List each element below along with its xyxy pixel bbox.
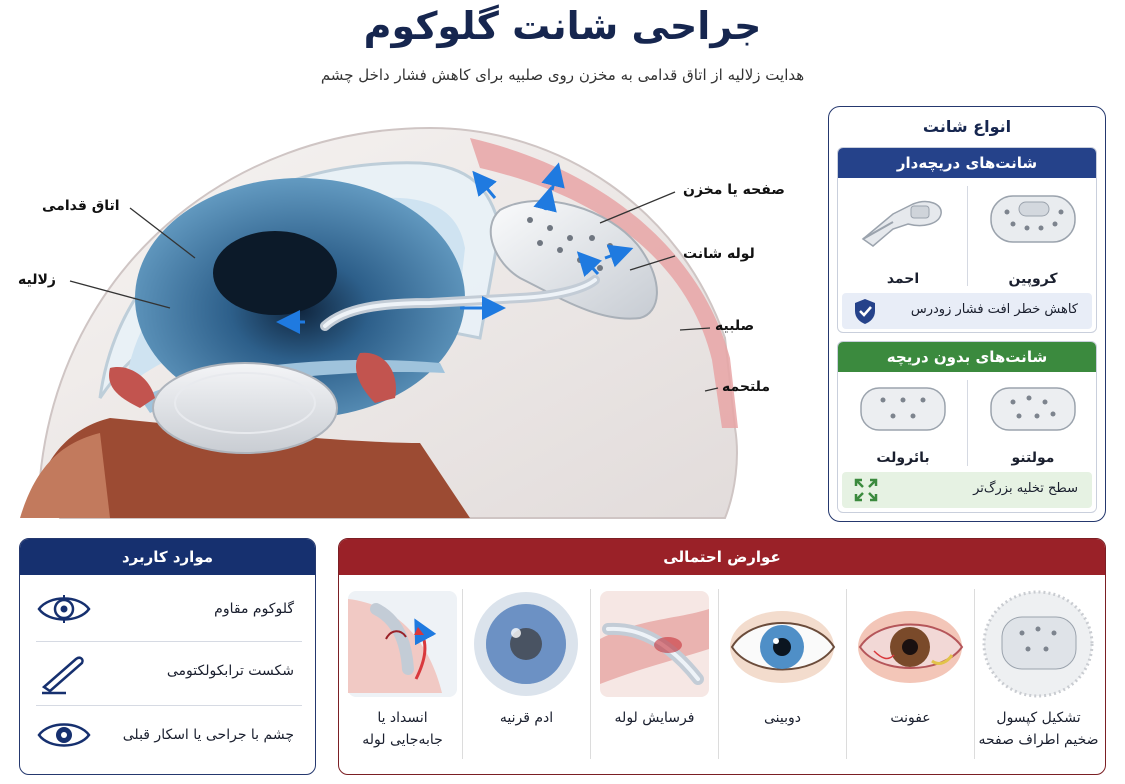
krupin-valve-icon bbox=[990, 195, 1076, 243]
complications-panel: عوارض احتمالی تشکیل کپسول ضخیم اطراف صفح… bbox=[338, 538, 1106, 775]
usage-item-trabeculectomy-failure: شکست ترابکولکتومی bbox=[32, 643, 304, 705]
complication-corneal-edema: ادم قرنیه bbox=[463, 579, 590, 772]
label-conjunctiva: ملتحمه bbox=[722, 379, 771, 395]
device-krupin: کروپین bbox=[968, 178, 1096, 293]
complications-header: عوارض احتمالی bbox=[339, 539, 1105, 575]
device-baerveldt: بائرولت bbox=[838, 372, 968, 472]
target-eye-icon bbox=[37, 595, 91, 623]
complication-label: ادم قرنیه bbox=[499, 710, 554, 726]
shunt-types-title: انواع شانت bbox=[922, 117, 1012, 136]
complication-label: عفونت bbox=[890, 710, 931, 726]
nonvalved-note: سطح تخلیه بزرگ‌تر bbox=[842, 472, 1092, 508]
nonvalved-shunts-box: شانت‌های بدون دریچه بائرولت مولتنو سطح ت… bbox=[837, 341, 1097, 513]
complication-infection: عفونت bbox=[847, 579, 974, 772]
nonvalved-shunts-header: شانت‌های بدون دریچه bbox=[838, 342, 1096, 372]
device-ahmed: احمد bbox=[838, 178, 968, 293]
corneal-edema-illustration bbox=[474, 592, 578, 696]
page-subtitle: هدایت زلالیه از اتاق قدامی به مخزن روی ص… bbox=[320, 66, 805, 84]
infected-eye-illustration bbox=[858, 611, 964, 683]
valved-shunts-box: شانت‌های دریچه‌دار احمد کروپین bbox=[837, 147, 1097, 333]
scalpel-icon bbox=[41, 656, 84, 695]
label-sclera: صلبیه bbox=[715, 318, 755, 334]
expand-arrows-icon bbox=[854, 478, 878, 502]
complication-label: فرسایش لوله bbox=[614, 710, 695, 726]
label-anterior-chamber: اتاق قدامی bbox=[42, 198, 120, 214]
usage-header: موارد کاربرد bbox=[20, 539, 315, 575]
ahmed-valve-icon bbox=[861, 200, 942, 247]
usage-item-prior-surgery-scar: چشم با جراحی یا اسکار قبلی bbox=[32, 707, 304, 769]
device-molteno: مولتنو bbox=[968, 372, 1096, 472]
valved-note: کاهش خطر افت فشار زودرس bbox=[842, 293, 1092, 329]
device-baerveldt-label: بائرولت bbox=[876, 450, 930, 466]
usage-panel: موارد کاربرد گلوکوم مقاوم شکست ترابکولکت… bbox=[19, 538, 316, 775]
molteno-implant-icon bbox=[990, 387, 1076, 431]
page-title: جراحی شانت گلوکوم bbox=[363, 4, 762, 48]
capsule-plate-illustration bbox=[982, 590, 1094, 698]
device-molteno-label: مولتنو bbox=[1011, 450, 1055, 466]
eye-diagram: اتاق قدامی زلالیه صفحه یا مخزن لوله شانت… bbox=[0, 98, 820, 523]
shield-check-icon bbox=[855, 299, 875, 324]
complication-capsule: تشکیل کپسول ضخیم اطراف صفحه bbox=[975, 579, 1102, 772]
complication-diplopia: دوبینی bbox=[719, 579, 846, 772]
usage-item-label: گلوکوم مقاوم bbox=[214, 601, 294, 617]
tube-erosion-illustration bbox=[600, 591, 709, 697]
complication-label: دوبینی bbox=[763, 710, 801, 726]
baerveldt-implant-icon bbox=[860, 387, 946, 431]
usage-item-label: شکست ترابکولکتومی bbox=[166, 663, 294, 679]
double-vision-eye-illustration bbox=[730, 611, 836, 683]
complication-label: تشکیل کپسول ضخیم اطراف صفحه bbox=[978, 710, 1099, 748]
nonvalved-note-text: سطح تخلیه بزرگ‌تر bbox=[973, 481, 1078, 496]
eye-cross-section-illustration bbox=[20, 126, 738, 519]
complication-label: انسداد یا جابه‌جایی لوله bbox=[362, 710, 443, 748]
label-tube: لوله شانت bbox=[683, 246, 755, 262]
complication-tube-obstruction: انسداد یا جابه‌جایی لوله bbox=[339, 579, 466, 772]
device-ahmed-label: احمد bbox=[886, 271, 920, 287]
label-aqueous: زلالیه bbox=[18, 272, 56, 288]
label-plate: صفحه یا مخزن bbox=[683, 182, 785, 198]
usage-item-label: چشم با جراحی یا اسکار قبلی bbox=[122, 727, 294, 743]
usage-item-resistant-glaucoma: گلوکوم مقاوم bbox=[32, 581, 304, 643]
eye-icon bbox=[37, 723, 91, 747]
tube-obstruction-illustration bbox=[348, 591, 457, 697]
valved-shunts-header: شانت‌های دریچه‌دار bbox=[838, 148, 1096, 178]
complication-tube-erosion: فرسایش لوله bbox=[591, 579, 718, 772]
shunt-types-panel: انواع شانت شانت‌های دریچه‌دار احمد کروپی… bbox=[828, 106, 1106, 522]
valved-note-text: کاهش خطر افت فشار زودرس bbox=[910, 302, 1078, 317]
device-krupin-label: کروپین bbox=[1008, 271, 1058, 287]
